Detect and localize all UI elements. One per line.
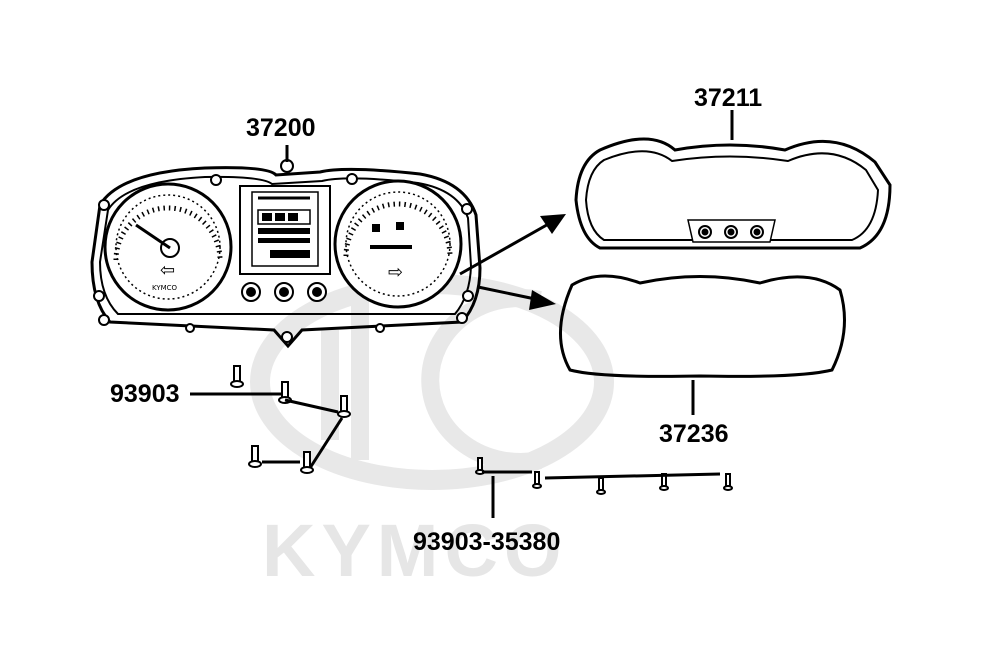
speedometer-arrow-icon: ⇦ [160, 260, 175, 281]
meter-lens-37211[interactable]: 37211 [574, 84, 892, 250]
part-label-37200[interactable]: 37200 [246, 114, 316, 142]
part-label-37236[interactable]: 37236 [659, 420, 729, 448]
instrument-cluster-37200[interactable]: ⇦ KYMCO ⇨ [90, 114, 482, 349]
speedometer-gauge: ⇦ KYMCO [103, 182, 233, 312]
part-label-37211[interactable]: 37211 [694, 84, 762, 112]
watermark-brand-text: KYMCO [262, 509, 567, 592]
part-label-93903[interactable]: 93903 [110, 380, 180, 408]
tachometer-gauge: ⇨ [333, 179, 463, 309]
lens-button-holes [698, 225, 764, 239]
cluster-buttons [241, 282, 327, 302]
center-lcd-panel [239, 185, 331, 275]
tachometer-arrow-icon: ⇨ [388, 262, 403, 283]
small-screw-leader-lines [482, 470, 721, 518]
small-screw-set-93903-35380[interactable]: 93903-35380 [413, 457, 733, 556]
maker-badge: KYMCO [152, 284, 178, 292]
screw-leader-lines [190, 392, 344, 469]
meter-gasket-37236[interactable]: 37236 [559, 274, 846, 448]
tapping-screw-set-93903[interactable]: 93903 [110, 365, 351, 474]
mounting-screw-icons [93, 159, 474, 343]
small-screw-icons [475, 457, 733, 495]
assembly-arrows [459, 214, 566, 310]
part-label-93903-35380[interactable]: 93903-35380 [413, 528, 560, 556]
